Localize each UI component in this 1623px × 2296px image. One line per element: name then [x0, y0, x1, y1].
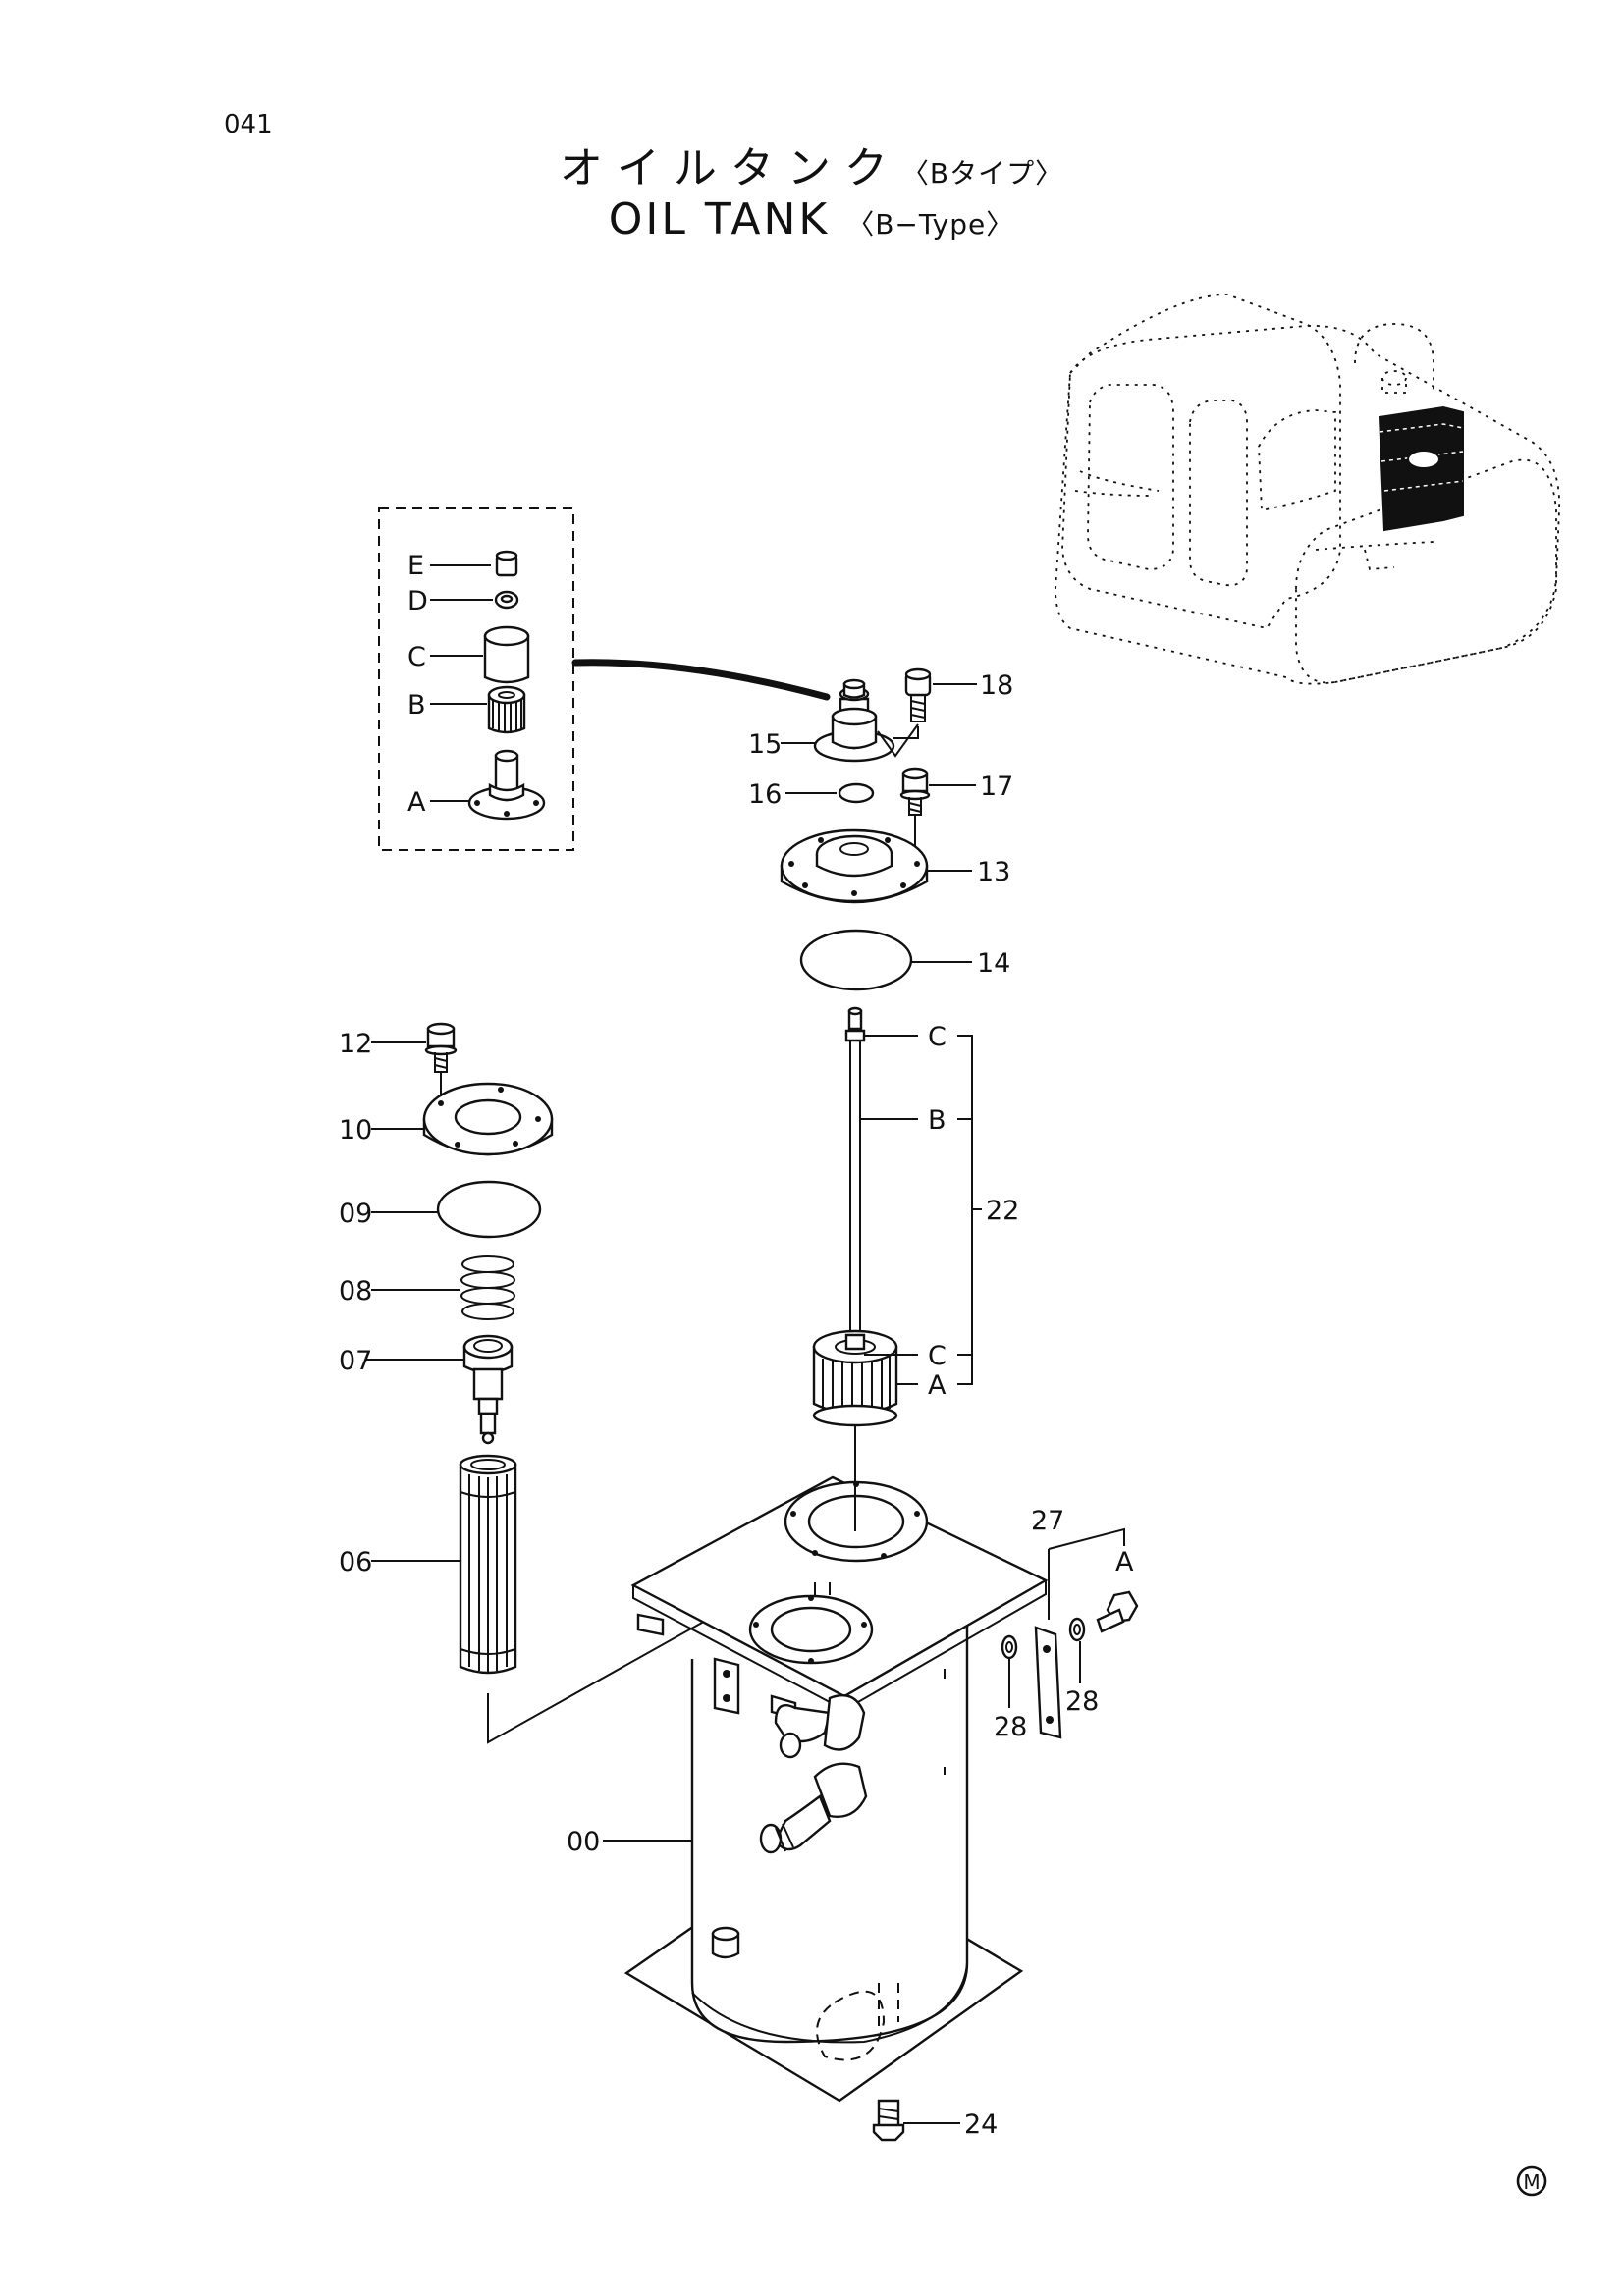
part-17-bolt: [899, 767, 931, 816]
callout-22-c2: C: [928, 1341, 947, 1371]
m-mark: [1516, 2165, 1547, 2197]
title-jp-sub: 〈Bタイプ〉: [900, 157, 1064, 189]
callout-10: 10: [339, 1115, 372, 1146]
callout-22-c1: C: [928, 1022, 947, 1052]
callout-06: 06: [339, 1547, 372, 1577]
part-15: [813, 678, 895, 763]
callout-08: 08: [339, 1276, 372, 1307]
detail-label-b: B: [407, 690, 426, 721]
part-10-flange: [422, 1082, 554, 1156]
m-mark-letter: M: [1523, 2170, 1540, 2194]
part-28-washer-left: [1001, 1634, 1018, 1660]
title-japanese: オイルタンク〈Bタイプ〉: [0, 133, 1623, 195]
callout-12: 12: [339, 1029, 372, 1059]
callout-28-left: 28: [994, 1712, 1027, 1742]
callout-18: 18: [980, 670, 1013, 701]
callout-28-right: 28: [1065, 1686, 1099, 1717]
detail-label-e: E: [407, 551, 424, 581]
part-13-flange: [780, 828, 929, 904]
callout-15: 15: [748, 729, 782, 760]
part-16-oring: [838, 782, 875, 804]
part-08-spring: [460, 1255, 515, 1320]
callout-22-a: A: [928, 1370, 947, 1401]
part-28-washer-right: [1068, 1617, 1086, 1642]
part-06-filter: [459, 1454, 517, 1675]
part-00-tank-body: [623, 1425, 1049, 2103]
callout-13: 13: [977, 857, 1010, 887]
part-07-valve: [462, 1334, 514, 1445]
callout-07: 07: [339, 1346, 372, 1376]
detail-label-d: D: [407, 586, 428, 616]
detail-box: E D C B A: [378, 507, 574, 851]
part-a-bolt: [1096, 1590, 1139, 1633]
callout-22-b: B: [928, 1105, 947, 1136]
part-14-gasket: [799, 929, 913, 991]
callout-24: 24: [964, 2109, 998, 2140]
callout-27: 27: [1031, 1506, 1064, 1536]
title-en-sub: 〈B−Type〉: [846, 208, 1015, 240]
part-27-bracket: [1034, 1626, 1062, 1739]
callout-17: 17: [980, 772, 1013, 802]
title-jp-main: オイルタンク: [559, 143, 901, 193]
title-english: OIL TANK 〈B−Type〉: [0, 194, 1623, 244]
callout-27-a: A: [1115, 1547, 1134, 1577]
part-18-bolt: [904, 667, 932, 722]
part-24-plug: [872, 2099, 905, 2142]
callout-16: 16: [748, 779, 782, 810]
detail-leader: [571, 659, 831, 701]
title-en-main: OIL TANK: [608, 194, 831, 244]
callout-14: 14: [977, 948, 1010, 979]
detail-label-c: C: [407, 642, 426, 672]
callout-09: 09: [339, 1199, 372, 1229]
part-22-strainer: [812, 1006, 898, 1427]
excavator-location-inset: [1055, 294, 1560, 685]
detail-label-a: A: [407, 787, 426, 818]
callout-00: 00: [567, 1827, 600, 1857]
callout-22: 22: [986, 1196, 1019, 1226]
page-number: 041: [224, 110, 273, 139]
part-09-gasket: [436, 1180, 542, 1239]
part-12-bolt: [424, 1022, 458, 1073]
